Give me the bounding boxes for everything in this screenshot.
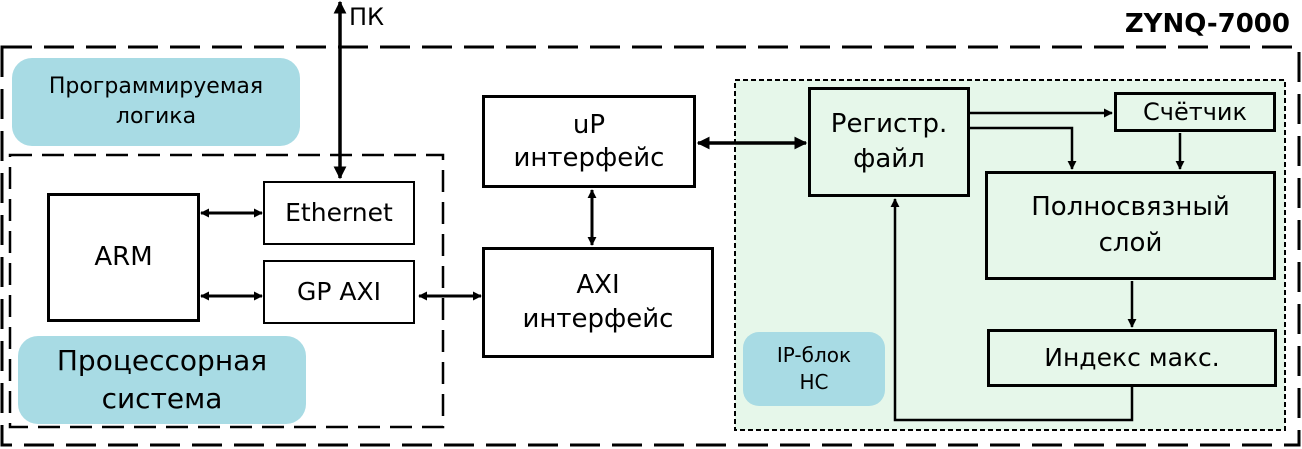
counter-label: Счётчик xyxy=(1143,97,1247,126)
arrow-regfile-fc xyxy=(970,126,1077,170)
fc-layer-label: Полносвязный слой xyxy=(1031,192,1230,258)
gp-axi-label: GP AXI xyxy=(297,277,381,307)
ip-badge-label: IP-блок НС xyxy=(776,343,852,394)
ip-badge xyxy=(743,332,885,406)
zynq-frame xyxy=(0,45,1301,447)
ethernet-block xyxy=(263,181,415,245)
ps-badge-label: Процессорная система xyxy=(56,344,268,415)
register-file-block xyxy=(808,87,970,197)
axi-interface-block xyxy=(482,247,714,358)
index-max-label: Индекс макс. xyxy=(1044,343,1220,373)
counter-block xyxy=(1114,92,1276,132)
pl-badge-label: Программируемая логика xyxy=(48,74,264,129)
arrow-index-regfile xyxy=(890,198,1134,422)
up-interface-label: uP интерфейс xyxy=(513,110,665,173)
ps-badge xyxy=(18,336,306,424)
ip-frame xyxy=(734,79,1286,431)
index-max-block xyxy=(987,329,1277,387)
up-interface-block xyxy=(482,95,696,188)
zynq-title: ZYNQ-7000 xyxy=(1124,9,1290,40)
pl-badge xyxy=(12,58,300,146)
fc-layer-block xyxy=(985,171,1276,280)
axi-interface-label: AXI интерфейс xyxy=(522,269,674,334)
pc-label: ПК xyxy=(349,2,385,31)
ethernet-label: Ethernet xyxy=(285,198,393,228)
arm-block xyxy=(47,193,200,322)
register-file-label: Регистр. файл xyxy=(830,108,948,174)
gp-axi-block xyxy=(263,260,415,324)
arm-label: ARM xyxy=(94,241,153,272)
